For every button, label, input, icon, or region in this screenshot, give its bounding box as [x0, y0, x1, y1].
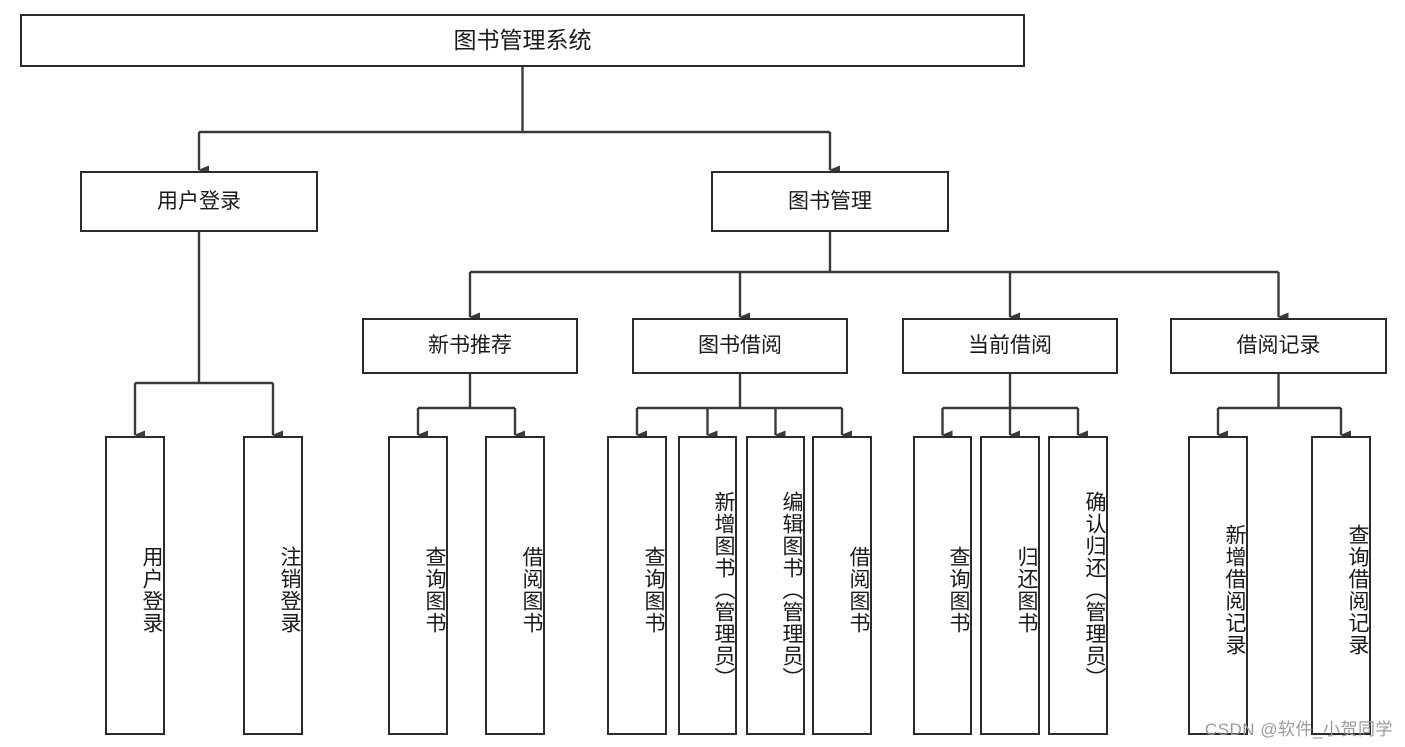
node-label: 查询图书	[423, 546, 446, 634]
node-label: 当前借阅	[968, 334, 1052, 358]
node-label: 借阅记录	[1236, 334, 1321, 358]
node-label: 用户登录	[157, 189, 241, 213]
node-leaf-edit-book[interactable]: 编辑图书（管理员）	[746, 436, 805, 735]
node-leaf-user-login[interactable]: 用户登录	[105, 436, 165, 735]
node-label: 图书管理系统	[453, 26, 592, 53]
node-label: 编辑图书（管理员）	[780, 491, 803, 689]
node-leaf-add-book[interactable]: 新增图书（管理员）	[678, 436, 737, 735]
node-label: 查询图书	[947, 546, 970, 634]
node-leaf-borrow-book-1[interactable]: 借阅图书	[485, 436, 545, 735]
edge-paths	[133, 67, 1351, 440]
node-label: 新增图书（管理员）	[712, 491, 735, 689]
node-book-borrow[interactable]: 图书借阅	[632, 318, 848, 374]
node-borrow-record[interactable]: 借阅记录	[1170, 318, 1387, 374]
node-user-login[interactable]: 用户登录	[80, 171, 318, 232]
node-book-manage[interactable]: 图书管理	[711, 171, 949, 232]
node-label: 注销登录	[278, 546, 301, 634]
node-label: 图书借阅	[698, 334, 782, 358]
node-leaf-return-book[interactable]: 归还图书	[980, 436, 1040, 735]
node-label: 确认归还（管理员）	[1083, 491, 1106, 689]
node-leaf-borrow-book-2[interactable]: 借阅图书	[812, 436, 872, 735]
node-new-book-rec[interactable]: 新书推荐	[362, 318, 578, 374]
watermark-text: CSDN @软件_小贺同学	[1204, 720, 1393, 739]
node-leaf-query-book-2[interactable]: 查询图书	[607, 436, 667, 735]
node-leaf-query-book-3[interactable]: 查询图书	[913, 436, 972, 735]
node-label: 借阅图书	[520, 546, 543, 634]
node-label: 新增借阅记录	[1223, 524, 1246, 656]
node-leaf-logout[interactable]: 注销登录	[243, 436, 303, 735]
node-leaf-confirm-return[interactable]: 确认归还（管理员）	[1048, 436, 1108, 735]
node-label: 用户登录	[140, 546, 163, 634]
node-label: 新书推荐	[428, 334, 512, 358]
node-label: 归还图书	[1015, 546, 1038, 634]
node-label: 查询图书	[642, 546, 665, 634]
node-label: 查询借阅记录	[1346, 524, 1369, 656]
node-leaf-add-record[interactable]: 新增借阅记录	[1188, 436, 1248, 735]
node-leaf-query-book-1[interactable]: 查询图书	[388, 436, 448, 735]
node-leaf-query-record[interactable]: 查询借阅记录	[1311, 436, 1371, 735]
node-root[interactable]: 图书管理系统	[20, 14, 1025, 67]
node-current-borrow[interactable]: 当前借阅	[902, 318, 1118, 374]
node-label: 借阅图书	[847, 546, 870, 634]
node-label: 图书管理	[788, 189, 872, 213]
